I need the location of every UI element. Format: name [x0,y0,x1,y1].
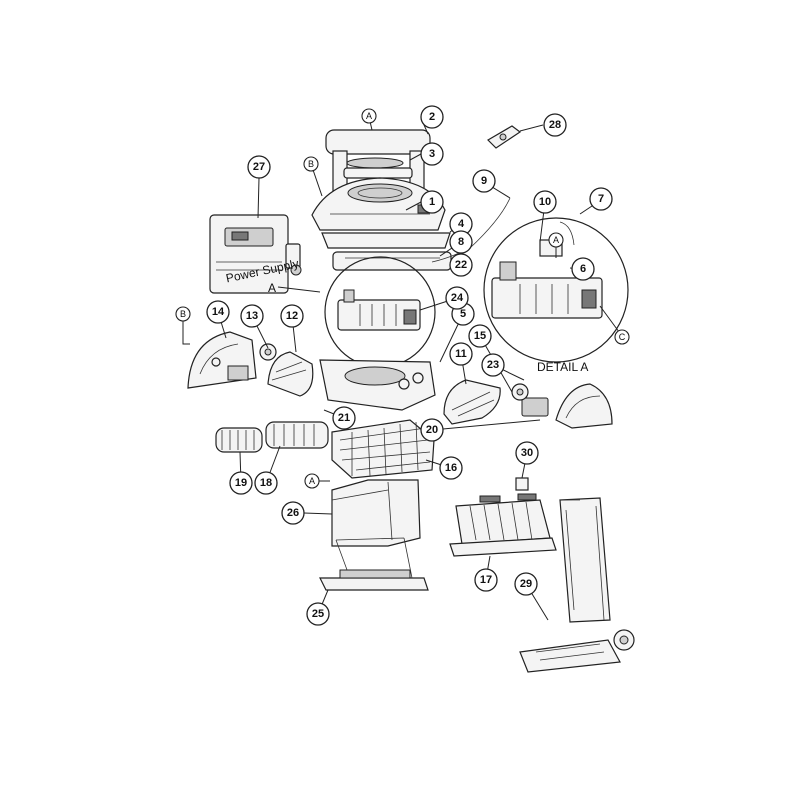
svg-text:A: A [309,476,315,486]
callout-25: 25 [306,602,330,626]
detail-a-label: DETAIL A [537,360,588,374]
svg-text:C: C [619,332,626,342]
callout-27: 27 [247,155,271,179]
svg-text:24: 24 [451,292,464,304]
svg-text:7: 7 [598,193,604,205]
callout-1: 1 [420,190,444,214]
callout-7: 7 [589,187,613,211]
callout-22: 22 [449,253,473,277]
svg-text:10: 10 [539,196,551,208]
svg-text:14: 14 [212,306,225,318]
clip-part [515,477,529,491]
filter-tray-part [319,537,429,591]
callout-15: 15 [468,324,492,348]
left-track-part [267,351,314,397]
callout-6: 6 [571,257,595,281]
callout-23: 23 [481,353,505,377]
svg-text:A: A [553,235,559,245]
remote-part [487,125,522,149]
ref-marker-a-lower: A [304,473,320,489]
callout-2: 2 [420,105,444,129]
callout-3: 3 [420,142,444,166]
svg-text:17: 17 [480,574,492,586]
ref-marker-a-detail: A [548,232,564,248]
callout-18: 18 [254,471,278,495]
svg-text:4: 4 [458,218,465,230]
svg-text:6: 6 [580,263,586,275]
svg-text:25: 25 [312,608,324,620]
caddy-cart-part [519,497,635,673]
left-wheel-part [259,343,277,361]
svg-text:29: 29 [520,578,532,590]
right-track-part [443,379,501,425]
svg-text:12: 12 [286,310,298,322]
brush-part-18 [265,421,329,449]
callout-9: 9 [472,169,496,193]
callout-19: 19 [229,471,253,495]
right-wheel-part [511,383,529,401]
svg-text:20: 20 [426,424,438,436]
svg-text:13: 13 [246,310,258,322]
brush-part-19 [215,427,263,453]
chassis-part [319,359,436,411]
svg-text:15: 15 [474,330,486,342]
filter-basket-part [331,419,435,479]
svg-text:B: B [308,159,314,169]
svg-text:9: 9 [481,175,487,187]
power-supply-part: Power Supply [209,214,302,294]
callout-8: 8 [449,230,473,254]
callout-28: 28 [543,113,567,137]
svg-text:30: 30 [521,447,533,459]
svg-text:26: 26 [287,507,299,519]
leader-lines [182,116,623,621]
detail-a-circle-large [483,217,629,363]
svg-text:16: 16 [445,462,457,474]
callout-29: 29 [514,572,538,596]
lower-skirt-part [321,232,452,271]
svg-text:18: 18 [260,477,272,489]
handle-part [325,129,431,198]
callout-16: 16 [439,456,463,480]
ref-label-a-side: A [268,281,276,295]
callout-12: 12 [280,304,304,328]
callout-10: 10 [533,190,557,214]
callout-14: 14 [206,300,230,324]
callout-26: 26 [281,501,305,525]
detail-motor-unit [491,221,603,319]
left-side-plate-part [187,331,257,389]
svg-text:21: 21 [338,412,350,424]
svg-text:11: 11 [455,348,467,360]
callout-20: 20 [420,418,444,442]
svg-text:28: 28 [549,119,561,131]
ref-marker-a-top: A [361,108,377,124]
callout-24: 24 [445,286,469,310]
ref-marker-b-top: B [303,156,319,172]
svg-text:5: 5 [460,308,466,320]
svg-text:B: B [180,309,186,319]
svg-text:2: 2 [429,111,435,123]
right-side-plate-part [521,383,613,429]
filter-cover-part [331,479,421,547]
svg-text:8: 8 [458,236,464,248]
callout-21: 21 [332,406,356,430]
ref-marker-c: C [614,329,630,345]
svg-text:A: A [366,111,372,121]
svg-text:22: 22 [455,259,467,271]
svg-text:1: 1 [429,196,435,208]
filter-panel-part [449,493,557,557]
svg-text:3: 3 [429,148,435,160]
callout-17: 17 [474,568,498,592]
svg-text:23: 23 [487,359,499,371]
svg-text:27: 27 [253,161,265,173]
callout-11: 11 [449,342,473,366]
ref-marker-b-left: B [175,306,191,322]
callout-30: 30 [515,441,539,465]
svg-text:19: 19 [235,477,247,489]
motor-unit-part [337,289,421,331]
callout-13: 13 [240,304,264,328]
